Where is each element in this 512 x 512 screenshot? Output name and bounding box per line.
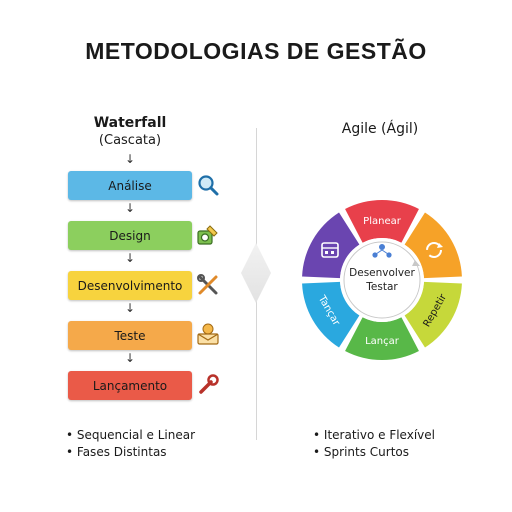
- cycle-segment: [345, 317, 419, 360]
- center-label-test: Testar: [365, 281, 398, 293]
- cycle-segment: [404, 281, 462, 348]
- agile-bullets: • Iterativo e Flexível • Sprints Curtos: [313, 427, 435, 461]
- step-desenvolvimento: Desenvolvimento: [68, 271, 192, 300]
- person-envelope-icon: [197, 323, 219, 345]
- step-lancamento: Lançamento: [68, 371, 192, 400]
- team-icon: [372, 244, 392, 258]
- flow-arrow: ↓: [124, 301, 136, 315]
- segment-label: Lançar: [365, 336, 400, 347]
- flow-arrow: ↓: [124, 251, 136, 265]
- agile-cycle: Desenvolver Testar Planear Repetir Lança…: [302, 200, 462, 360]
- step-analise: Análise: [68, 171, 192, 200]
- waterfall-title: Waterfall: [93, 115, 167, 131]
- magnifier-icon: [198, 175, 219, 196]
- cycle-segment: [404, 212, 462, 279]
- refresh-icon: [426, 242, 443, 258]
- step-label: Lançamento: [92, 378, 168, 393]
- waterfall-bullets: • Sequencial e Linear • Fases Distintas: [66, 427, 195, 461]
- agile-title: Agile (Ágil): [341, 121, 419, 137]
- bullet-item: • Sequencial e Linear: [66, 428, 196, 442]
- step-label: Teste: [114, 328, 146, 343]
- design-tools-icon: [197, 225, 218, 245]
- divider-diamond: [241, 243, 271, 303]
- step-design: Design: [68, 221, 192, 250]
- flow-arrow: ↓: [124, 152, 136, 166]
- cycle-segment: [345, 200, 419, 243]
- flow-arrow: ↓: [124, 201, 136, 215]
- flow-arrow: ↓: [124, 351, 136, 365]
- step-label: Design: [109, 228, 151, 243]
- step-label: Desenvolvimento: [77, 278, 183, 293]
- tools-icon: [197, 274, 218, 295]
- waterfall-subtitle: (Cascata): [98, 133, 162, 148]
- bullet-item: • Fases Distintas: [66, 445, 167, 459]
- step-teste: Teste: [68, 321, 192, 350]
- segment-label: Planear: [363, 216, 402, 227]
- bullet-item: • Iterativo e Flexível: [313, 428, 435, 442]
- page-title: METODOLOGIAS DE GESTÃO: [85, 38, 427, 64]
- bullet-item: • Sprints Curtos: [313, 445, 410, 459]
- step-label: Análise: [108, 178, 152, 193]
- cycle-segment: [302, 281, 360, 348]
- wrench-icon: [199, 374, 219, 394]
- center-label-develop: Desenvolver: [349, 267, 415, 279]
- calendar-icon: [321, 242, 339, 258]
- cycle-segment: [302, 212, 360, 279]
